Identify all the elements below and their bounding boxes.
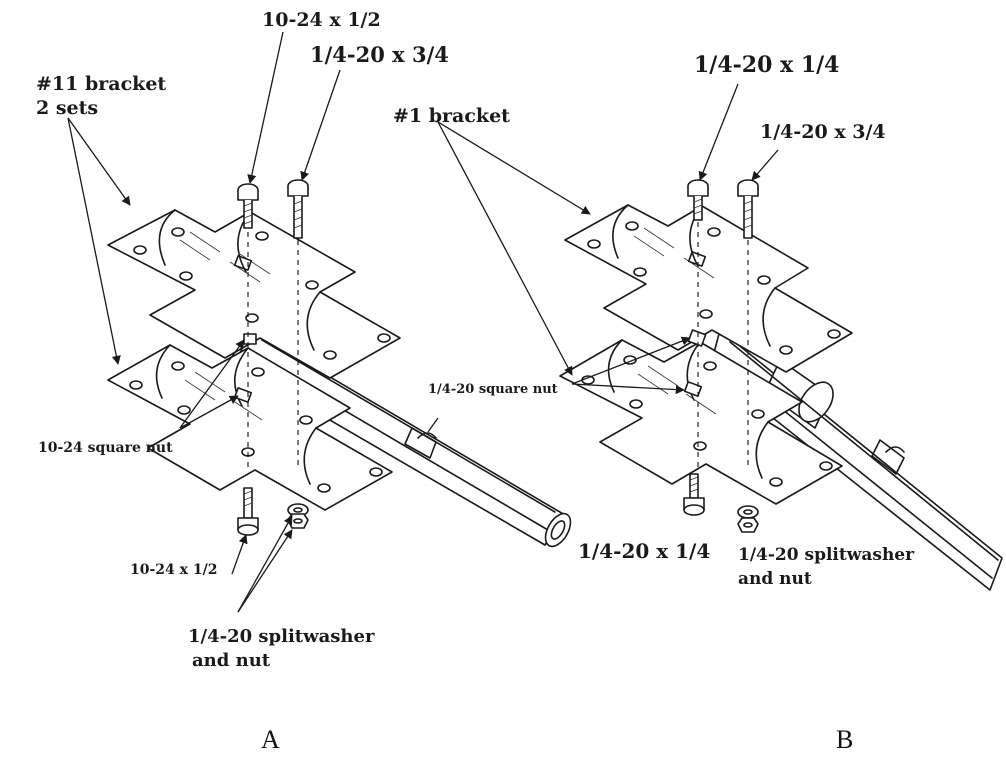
diagram-b: 1/4-20 x 1/4 1/4-20 x 3/4 #1 bracket 1/4… xyxy=(393,52,1003,754)
bolt-b-top-right xyxy=(737,179,759,239)
bolt-b-top-left xyxy=(687,179,709,221)
washer-nut-b xyxy=(737,505,759,533)
label-a-bolt-bottom: 10-24 x 1/2 xyxy=(130,562,217,578)
label-a-washer-line1: 1/4-20 splitwasher xyxy=(188,626,375,647)
label-b-bolt-top-right: 1/4-20 x 3/4 xyxy=(760,121,886,143)
bracket-b-lower xyxy=(559,329,843,505)
washer-nut-a xyxy=(287,503,309,529)
bracket-a-lower xyxy=(107,333,393,511)
label-a-bolt-top-left: 10-24 x 1/2 xyxy=(262,9,381,31)
label-a-square-nut: 10-24 square nut xyxy=(38,440,173,456)
label-a-bracket-line2: 2 sets xyxy=(36,97,98,119)
label-b-bracket: #1 bracket xyxy=(393,105,510,127)
bolt-b-bottom xyxy=(683,473,705,516)
label-a-bolt-top-right: 1/4-20 x 3/4 xyxy=(310,42,449,67)
label-b-washer-line1: 1/4-20 splitwasher xyxy=(738,545,915,565)
label-a-bracket-line1: #11 bracket xyxy=(36,73,166,95)
bolt-a-bottom xyxy=(237,487,259,536)
bolt-a-top-right xyxy=(287,179,309,239)
label-b-bolt-top-left: 1/4-20 x 1/4 xyxy=(694,52,839,78)
label-a-washer-line2: and nut xyxy=(192,650,271,671)
diagram-a: 10-24 x 1/2 1/4-20 x 3/4 #11 bracket 2 s… xyxy=(36,9,572,754)
caption-b: B xyxy=(836,725,853,754)
label-a-clamp-nut: 1/4-20 square nut xyxy=(428,382,558,397)
caption-a: A xyxy=(261,725,280,754)
label-b-bolt-bottom: 1/4-20 x 1/4 xyxy=(578,539,710,563)
label-b-washer-line2: and nut xyxy=(738,569,812,589)
bolt-a-top-left xyxy=(237,183,259,229)
